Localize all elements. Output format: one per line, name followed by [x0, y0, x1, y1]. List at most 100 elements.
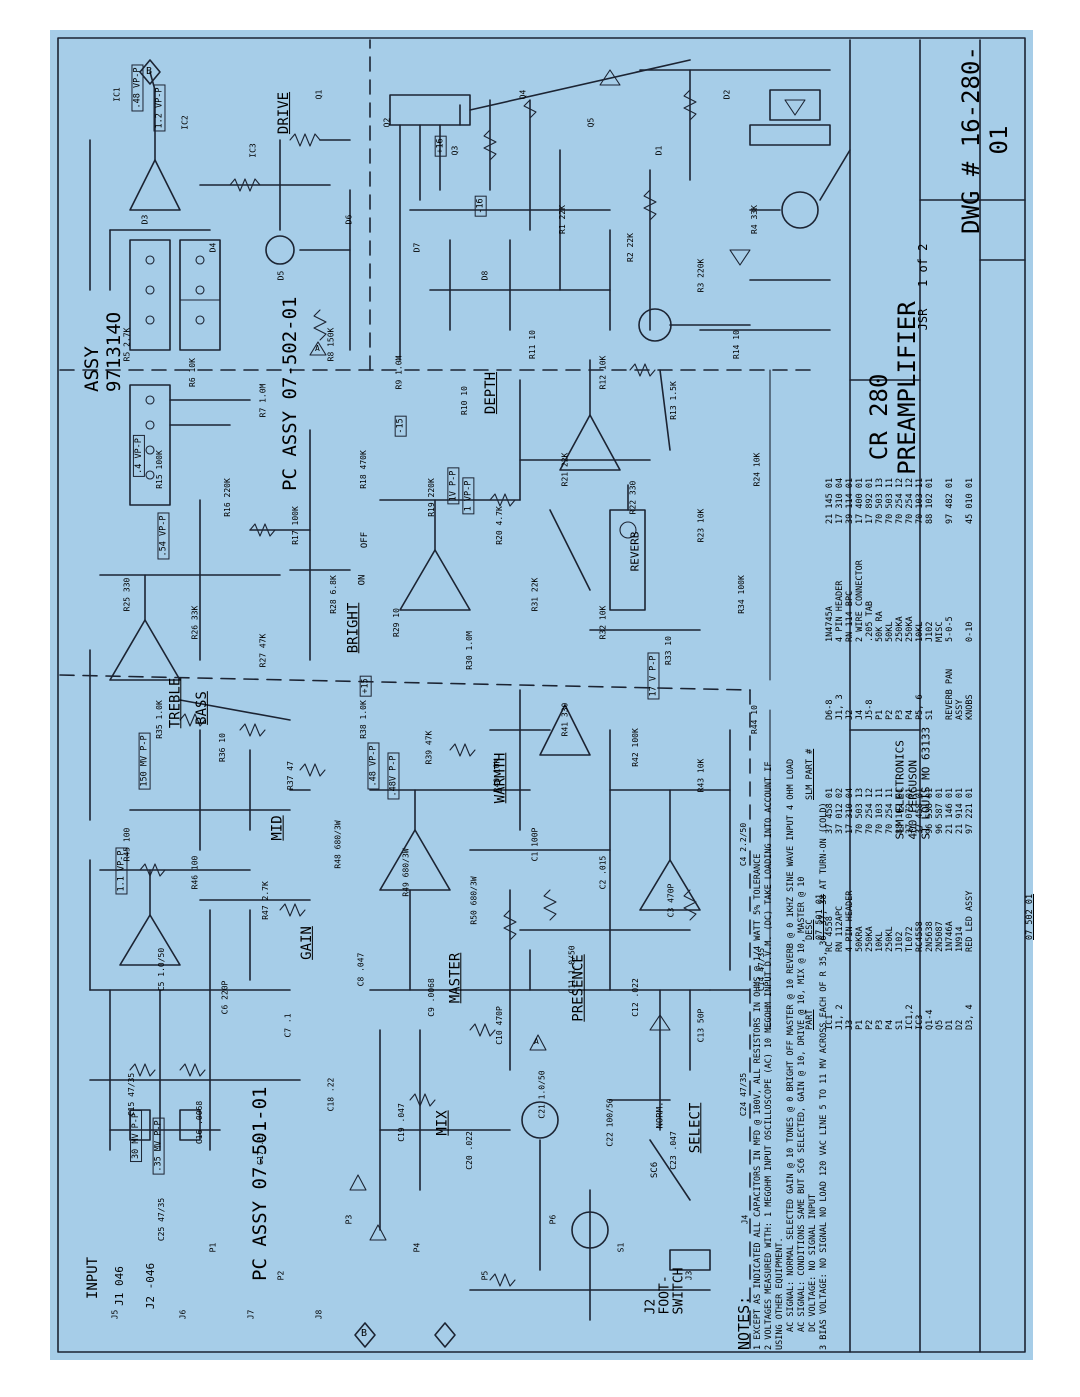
parts-cell-part: IC1,2: [905, 1004, 915, 1030]
parts-cell-part: S1: [925, 709, 935, 720]
label-bass: BASS: [193, 691, 210, 725]
component-label: C3 470P: [666, 883, 676, 918]
label-treble: TREBLE: [167, 677, 184, 729]
component-label: R23 10K: [696, 508, 706, 543]
parts-cell-slm: 21 145 01: [825, 477, 835, 524]
component-label: R50 680/3W: [469, 876, 479, 925]
component-label: C16 .0068: [195, 1100, 205, 1145]
select-sc6: SC6: [650, 1161, 661, 1179]
sheet-border: [57, 37, 1026, 1353]
component-label: R31 22K: [530, 577, 540, 612]
component-label: C1 100P: [530, 827, 540, 862]
dwg-label: DWG #: [957, 161, 985, 234]
parts-cell-desc: J102: [895, 931, 905, 952]
parts-cell-desc: RED LED ASSY: [965, 890, 975, 952]
component-label: P3: [344, 1214, 354, 1225]
component-label: D2: [722, 89, 732, 100]
voltage-callout: +16: [434, 135, 447, 157]
component-label: R41 330: [560, 702, 570, 737]
parts-cell-slm: 96 587 01: [935, 787, 945, 834]
parts-cell-part: D1: [945, 1019, 955, 1030]
component-label: R44 10: [749, 705, 759, 734]
parts-cell-slm: 17 892 01: [865, 477, 875, 524]
component-label: R4 33K: [749, 205, 759, 234]
parts-cell-part: J5-8: [865, 699, 875, 720]
component-label: R18 470K: [358, 450, 368, 489]
parts-cell-slm: 21 914 01: [955, 787, 965, 834]
parts-cell-slm: [935, 454, 945, 524]
parts-cell-desc: 0-10: [965, 621, 975, 642]
parts-cell-desc: TL072: [905, 926, 915, 952]
component-label: R43 10K: [696, 758, 706, 793]
assy-headers: [129, 239, 221, 351]
parts-cell-slm: 45 010 01: [965, 477, 975, 524]
component-label: D3: [140, 214, 150, 225]
parts-cell-slm: 70 254 12: [865, 787, 875, 834]
component-label: C11 1.0/50: [567, 945, 577, 994]
component-label: C21 1.0/50: [537, 1070, 547, 1119]
parts-cell-part: [935, 650, 945, 720]
voltage-callout: .4 VP-P: [132, 435, 145, 477]
parts-cell-part: D6-8: [825, 699, 835, 720]
notes: NOTES: 1 EXCEPT AS INDICATED ALL CAPACIT…: [735, 750, 830, 1350]
parts-cell-slm: 88 102 01: [925, 477, 935, 524]
reverb-label: REVERB: [628, 531, 642, 572]
component-label: R38 1.0K: [358, 700, 368, 739]
component-label: J5: [110, 1309, 120, 1320]
schematic-drawing: [57, 37, 1026, 1353]
parts-cell-part: J1, 3: [835, 694, 845, 720]
parts-cell-slm: 70 254 12: [895, 477, 905, 524]
parts-cell-desc: 4 PIN HEADER: [835, 580, 845, 642]
input-select-section: [89, 989, 711, 1348]
component-label: J6: [178, 1309, 188, 1320]
component-label: IC2: [180, 115, 190, 130]
component-label: R39 47K: [424, 730, 434, 765]
parts-cell-desc: 1N914: [955, 926, 965, 952]
component-label: P5: [480, 1270, 490, 1281]
component-label: R47 2.7K: [260, 881, 270, 920]
j2-part: -046: [144, 1262, 158, 1290]
parts-cell-desc: 250KA: [895, 616, 905, 642]
component-label: R33 10: [663, 636, 673, 665]
component-label: IC1: [112, 87, 122, 102]
parts-cell-desc: RN 112APC: [835, 905, 845, 952]
component-label: D8: [480, 270, 490, 281]
component-label: D1: [654, 145, 664, 156]
component-label: R11 10: [527, 330, 537, 359]
ref-b-top: B: [146, 66, 153, 77]
parts-cell-part: P2: [865, 1019, 875, 1030]
component-label: C25 47/35: [157, 1197, 167, 1242]
title-block: [849, 39, 1026, 1353]
parts-cell-slm: 70 503 13: [855, 787, 865, 834]
component-label: R34 100K: [736, 575, 746, 614]
component-label: R32 10K: [598, 605, 608, 640]
component-label: R9 1.0M: [394, 355, 404, 390]
schematic-sheet: DWG # 16-280-01 JSR 1 of 2 SLM ELECTRONI…: [50, 30, 1035, 1360]
component-label: C12 .022: [630, 978, 640, 1017]
parts-cell-desc: J102: [925, 621, 935, 642]
component-label: R46 100: [190, 855, 200, 890]
parts-cell-desc: RC4558: [915, 921, 925, 952]
voltage-callout: -15: [394, 415, 407, 437]
parts-cell-desc: 2N5087: [935, 921, 945, 952]
input-text: INPUT: [85, 1256, 102, 1300]
component-label: R29 10: [391, 608, 401, 637]
parts-cell-part: KNOBS: [965, 694, 975, 720]
component-label: R10 10: [459, 386, 469, 415]
assy-text: ASSY: [81, 346, 103, 392]
parts-cell-slm: 39 114 01: [845, 477, 855, 524]
parts-cell-desc: MISC: [935, 621, 945, 642]
component-label: C8 .047: [356, 952, 366, 987]
component-label: P6: [548, 1214, 558, 1225]
parts-cell-slm: 70 503 13: [875, 477, 885, 524]
